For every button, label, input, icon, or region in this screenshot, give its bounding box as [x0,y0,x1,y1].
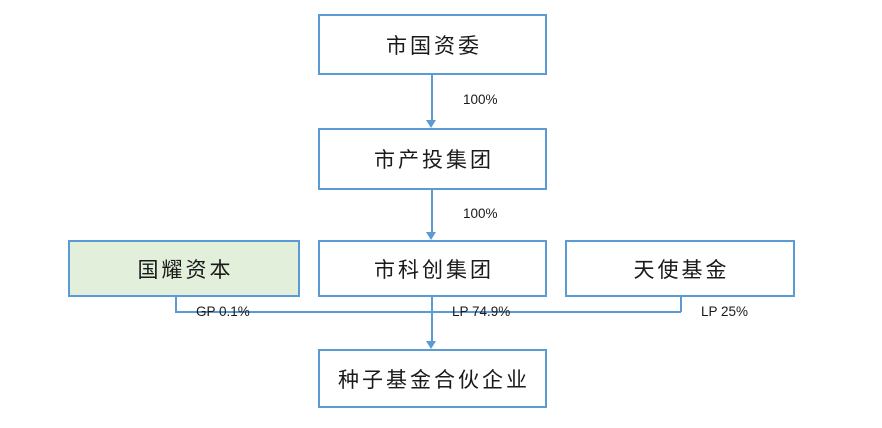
arrowhead-to-seed-fund [426,341,436,349]
connector-drop-to-seed-fund [431,312,433,341]
node-sasac[interactable]: 市国资委 [318,14,547,75]
node-industrial-group[interactable]: 市产投集团 [318,128,547,190]
connector-bus-horizontal [175,311,681,313]
node-seed-fund-partnership[interactable]: 种子基金合伙企业 [318,349,547,408]
node-guoyao-capital[interactable]: 国耀资本 [68,240,300,297]
arrowhead-sasac-to-industrial [426,120,436,128]
arrowhead-industrial-to-kechuang [426,232,436,240]
node-angel-fund[interactable]: 天使基金 [565,240,795,297]
connector-stub-guoyao [175,297,177,312]
edge-label-kechuang-lp: LP 74.9% [452,304,511,319]
connector-industrial-to-kechuang [431,190,433,232]
node-kechuang-group[interactable]: 市科创集团 [318,240,547,297]
edge-label-sasac-to-industrial: 100% [463,92,498,107]
connector-sasac-to-industrial [431,75,433,120]
edge-label-angel-lp: LP 25% [701,304,749,319]
edge-label-industrial-to-kechuang: 100% [463,206,498,221]
connector-stub-kechuang [431,297,433,312]
edge-label-guoyao-gp: GP 0.1% [196,304,250,319]
connector-stub-angel [680,297,682,312]
